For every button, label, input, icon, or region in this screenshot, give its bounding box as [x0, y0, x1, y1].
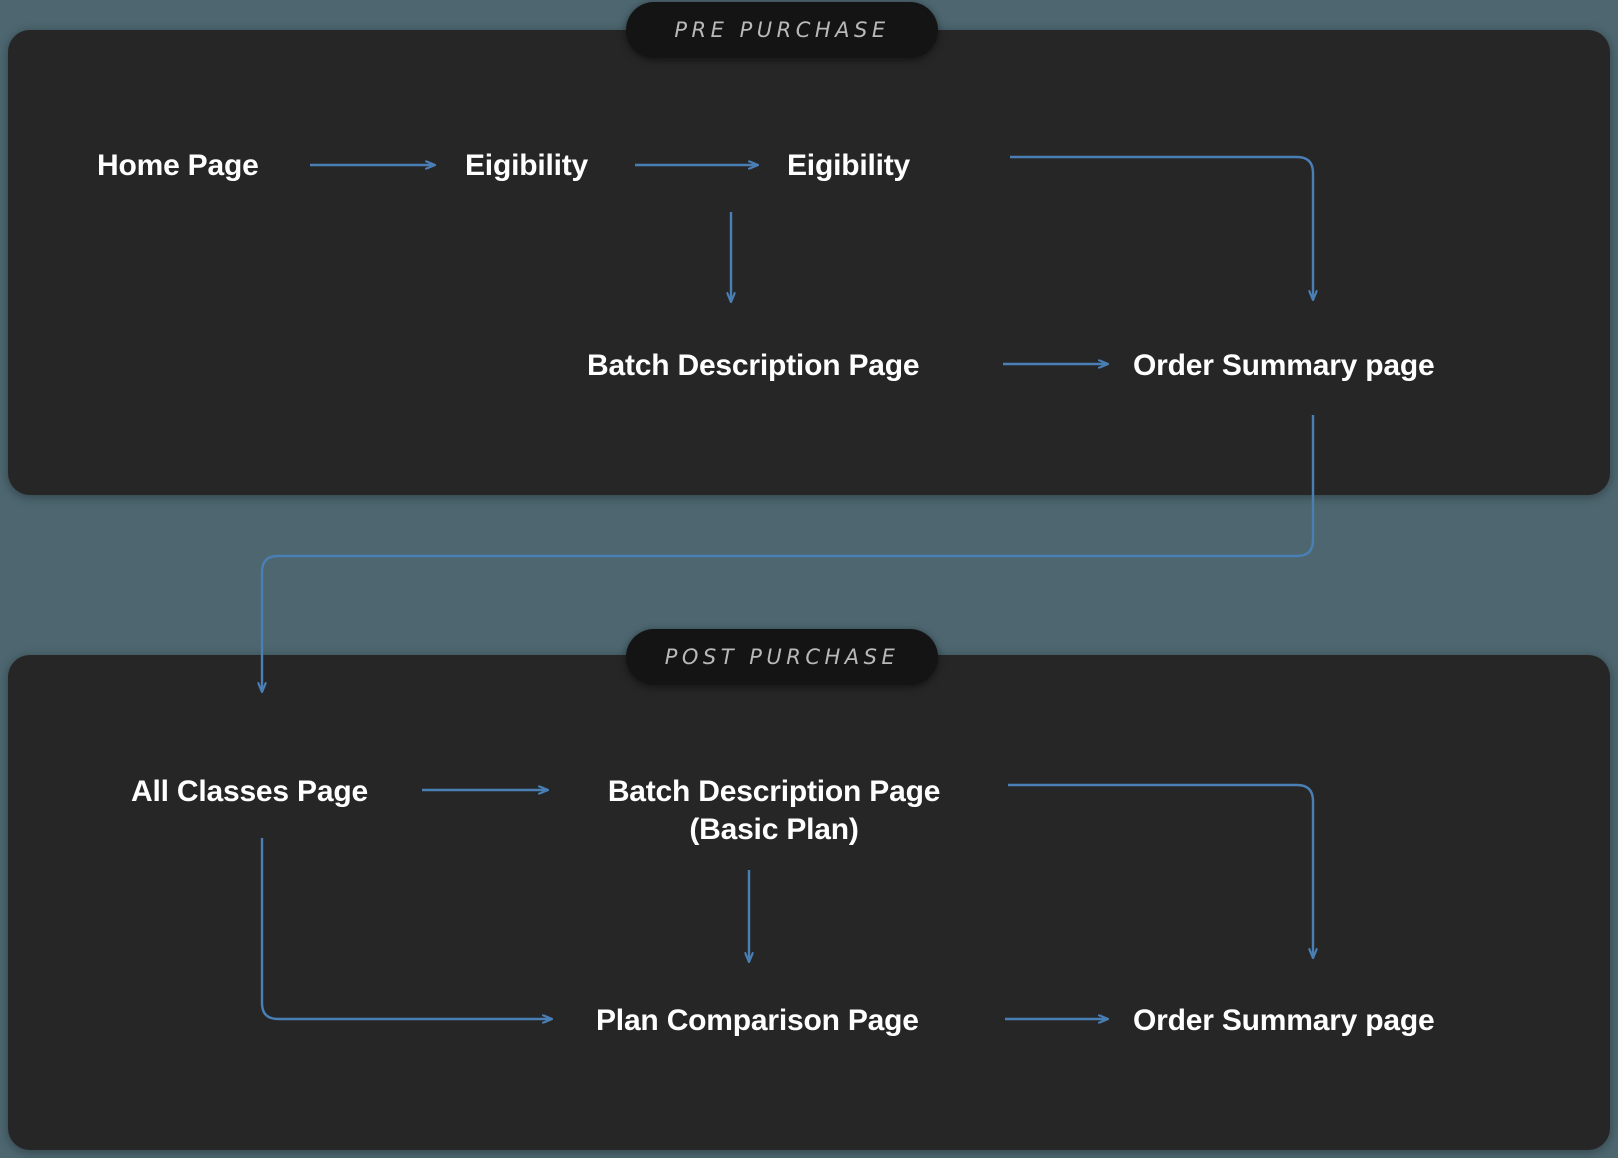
node-order-summary-page-pre[interactable]: Order Summary page: [1133, 349, 1435, 382]
node-plan-comparison-page[interactable]: Plan Comparison Page: [596, 1004, 919, 1037]
node-eligibility-1[interactable]: Eigibility: [465, 149, 589, 182]
node-batch-description-page[interactable]: Batch Description Page: [587, 349, 920, 382]
node-home-page[interactable]: Home Page: [97, 149, 259, 182]
pre-purchase-panel: [8, 30, 1610, 495]
pre-purchase-badge: PRE PURCHASE: [626, 2, 938, 58]
post-purchase-panel: [8, 655, 1610, 1150]
node-eligibility-2[interactable]: Eigibility: [787, 149, 911, 182]
node-all-classes-page[interactable]: All Classes Page: [131, 775, 368, 808]
node-batch-description-basic-plan[interactable]: Batch Description Page (Basic Plan): [607, 775, 941, 846]
post-purchase-badge: POST PURCHASE: [626, 629, 938, 685]
node-order-summary-page-post[interactable]: Order Summary page: [1133, 1004, 1435, 1037]
